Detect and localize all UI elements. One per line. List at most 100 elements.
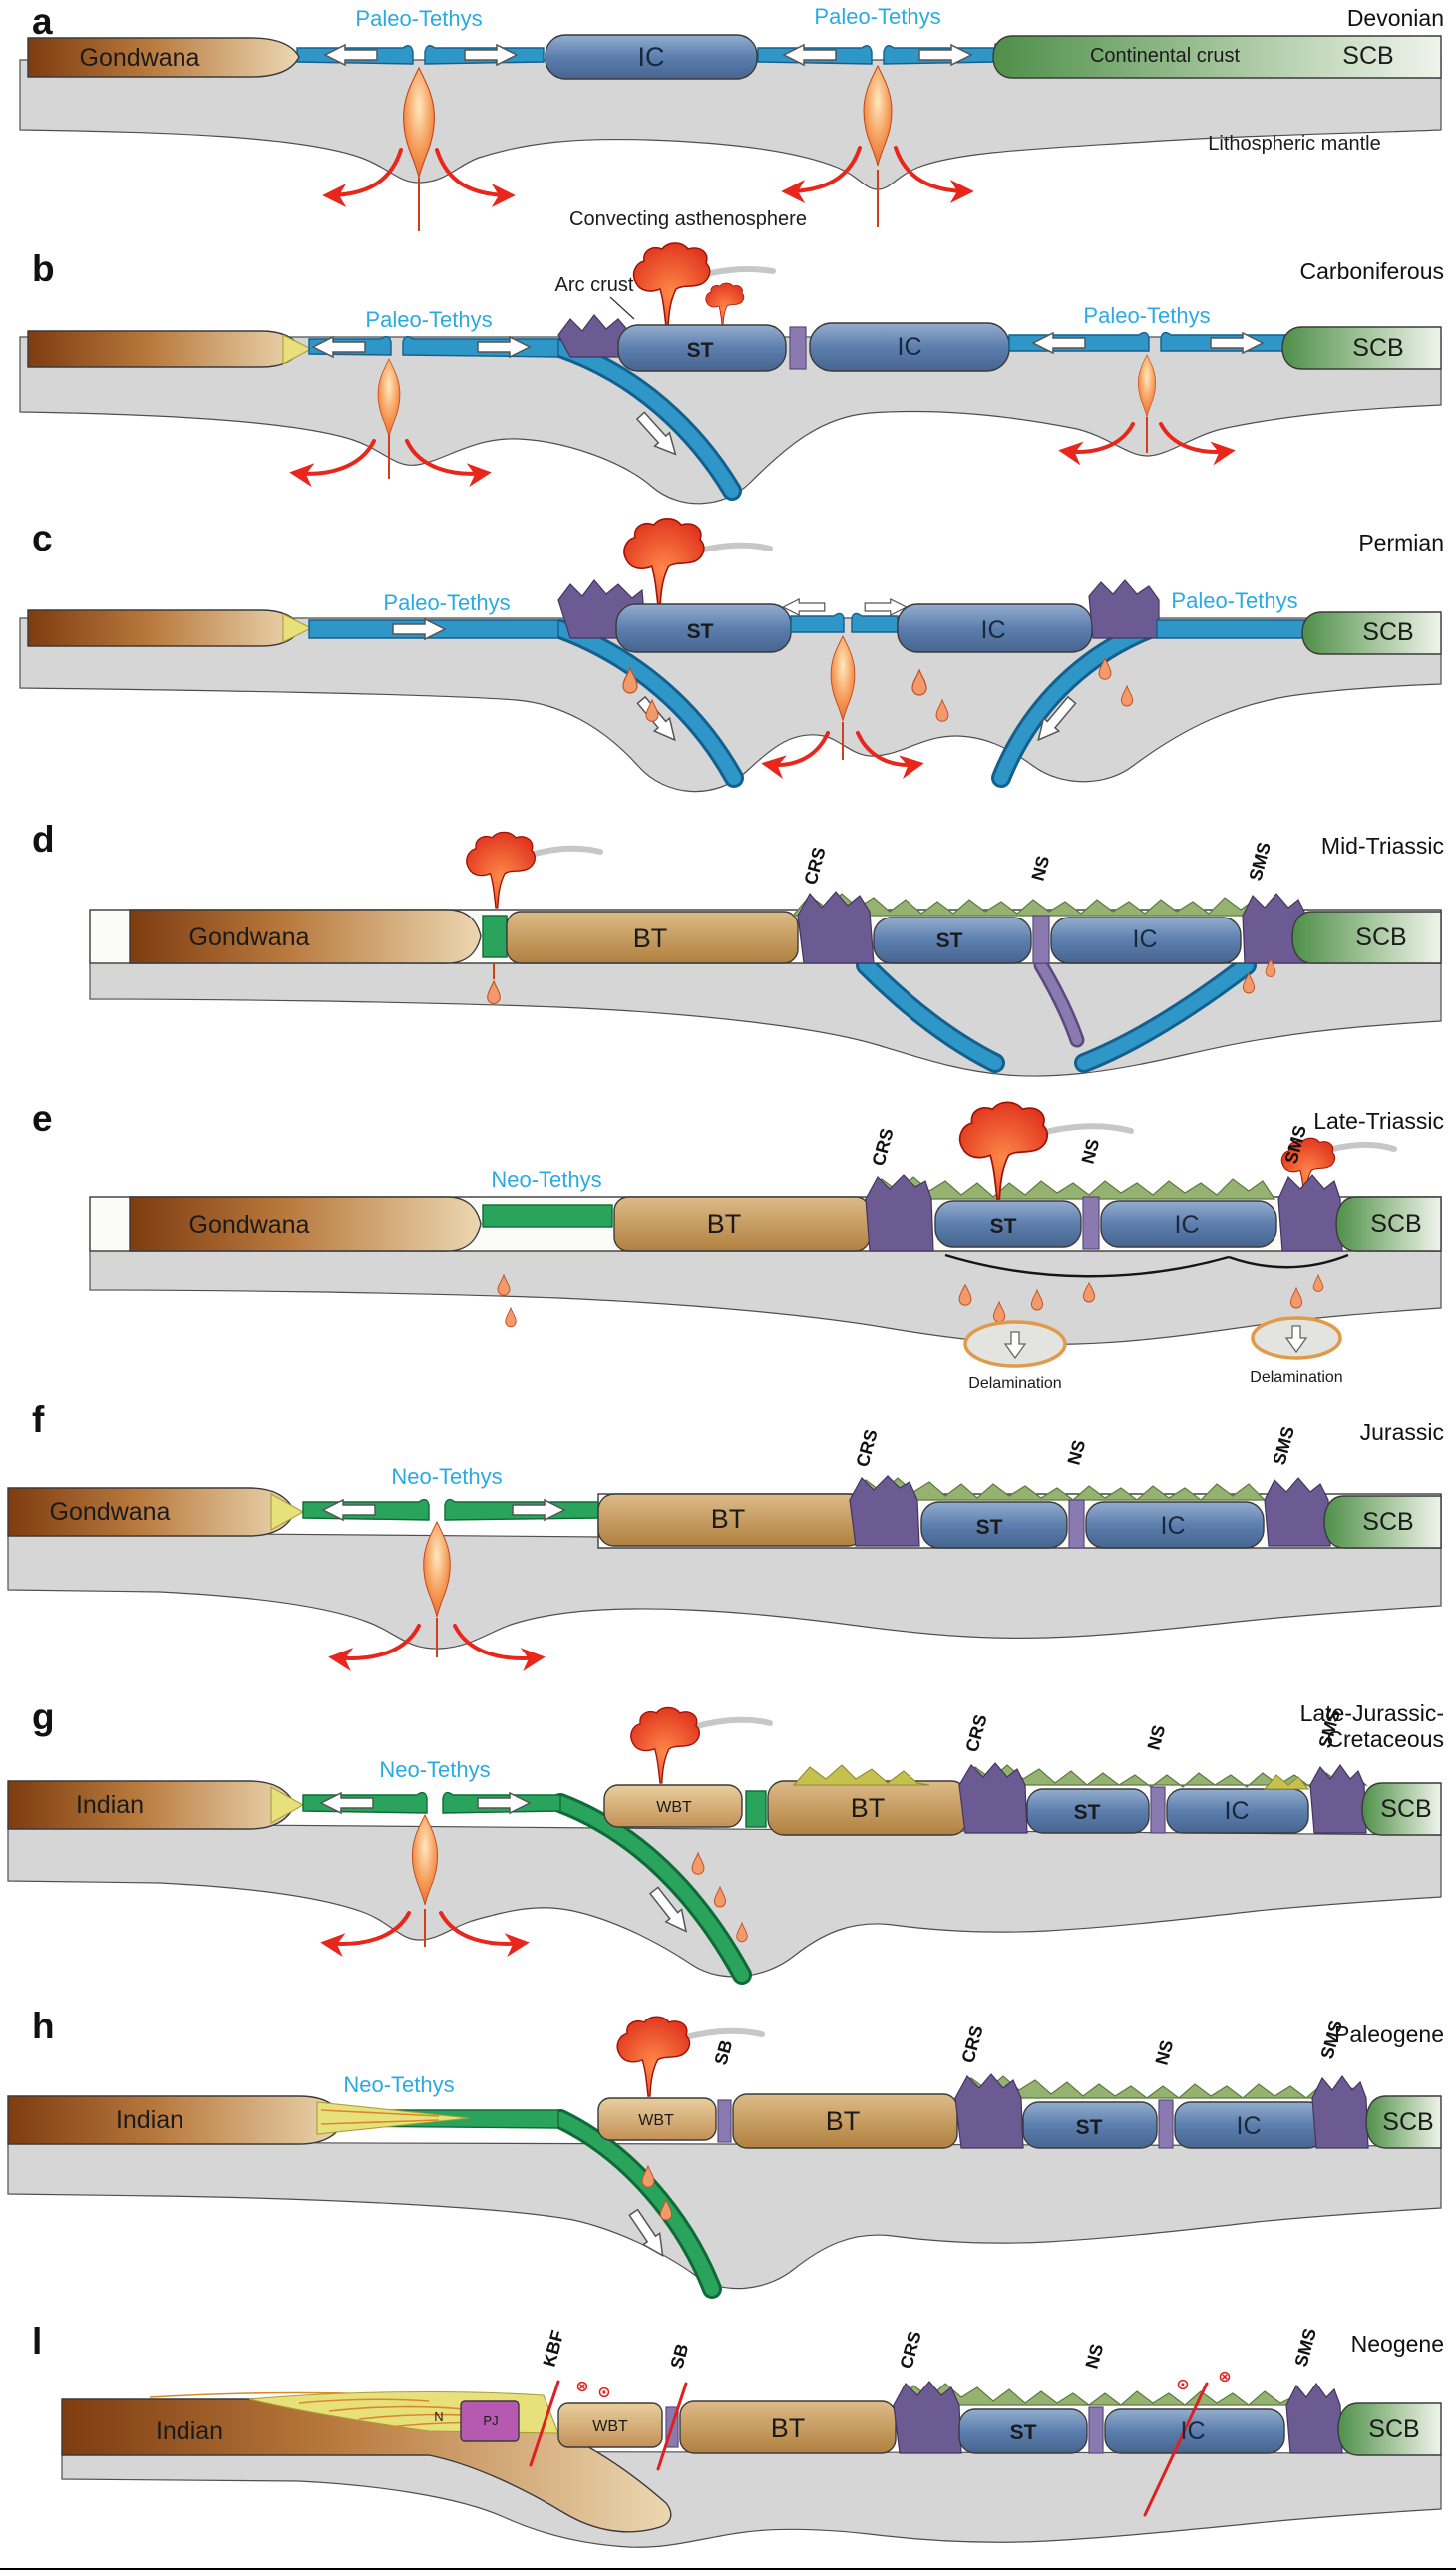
panel-d: d Mid-Triassic Gondwana BT ST IC SCB CRS… [32,819,1444,1077]
era-label-line2: Cretaceous [1326,1726,1444,1752]
ns-suture-label: NS [1082,2342,1108,2371]
paleo-tethys-crust-right [1156,619,1307,639]
scb-block [1337,2402,1442,2456]
era-label: Mid-Triassic [1321,833,1444,859]
sb-suture-label: SB [711,2038,737,2067]
bt-label: BT [633,923,668,953]
lithospheric-mantle-label: Lithospheric mantle [1208,133,1380,155]
mountain-range [864,1176,1276,1200]
panel-i: l Neogene Indian N PJ WBT BT ST IC SCB K… [32,2321,1444,2548]
bt-label: BT [707,1209,742,1239]
scb-block [1291,911,1442,964]
sb-sliver [717,2099,732,2143]
arc-volcano-small [705,282,745,326]
ocean-label: Neo-Tethys [491,1167,601,1192]
margin-sediments [270,1493,305,1531]
suture-sliver [789,326,807,370]
ns-suture-label: NS [1064,1438,1090,1467]
convection-arrows [320,1911,530,1958]
ns-sliver [1082,1196,1100,1250]
sms-wedge [1242,893,1309,964]
indian-label: Indian [116,2106,183,2134]
scb-label: SCB [1362,1508,1413,1536]
bt-label: BT [711,1504,746,1534]
wbt-block [557,2402,663,2448]
sms-suture-label: SMS [1317,2019,1346,2061]
crs-suture-label: CRS [801,845,830,887]
sb-fault [656,2382,688,2471]
bt-label: BT [826,2106,861,2136]
st-label: ST [687,339,714,362]
wbt-label: WBT [638,2112,674,2129]
volcano [958,1101,1049,1200]
wbt-block [597,2097,717,2141]
scb-block [1281,326,1442,370]
lithospheric-mantle-f [7,1531,1442,1650]
nascent-ocean-sliver [482,915,508,958]
panel-c: c Permian Paleo-Tethys Paleo-Tethys ST I… [19,518,1444,793]
scb-label: SCB [1355,923,1406,951]
crs-wedge [797,891,875,964]
era-label: Jurassic [1360,1419,1444,1445]
fault-motion-out-icon: ⊙ [597,2385,610,2401]
bt-block [506,911,799,964]
bt-block [732,2093,958,2149]
gondwana-label: Gondwana [50,1498,171,1526]
crs-wedge [958,1762,1028,1834]
panel-e: e Late-Triassic Neo-Tethys Gondwana BT S… [32,1098,1444,1392]
era-label: Carboniferous [1300,258,1444,284]
st-block [873,917,1032,964]
st-label: ST [1074,1801,1101,1824]
ic-label: IC [898,333,922,361]
ns-suture-label: NS [1078,1137,1104,1166]
ocean-label: Neo-Tethys [391,1464,502,1489]
crs-wedge [849,1475,920,1547]
gondwana-label: Gondwana [189,923,310,951]
era-label: Late-Triassic [1313,1108,1444,1134]
ic-block [1166,1788,1309,1834]
margin-sediments [270,1786,305,1824]
arc-volcano [630,1706,701,1784]
lithospheric-mantle-e [89,1246,1442,1345]
kbf-fault-label: KBF [540,2328,568,2369]
era-label: Permian [1358,530,1444,555]
strike-slip-fault [1143,2382,1209,2517]
st-label: ST [976,1516,1003,1539]
gondwana-block [129,909,482,964]
accretionary-wedge-right [1088,579,1160,639]
olive-mountains-bt [792,1764,930,1786]
bt-block [613,1196,871,1252]
arc-volcano [616,2016,691,2097]
crs-suture-label: CRS [897,2329,925,2371]
bt-block [679,2400,897,2454]
st-label: ST [1010,2421,1037,2444]
pj-block [460,2400,520,2442]
gondwana-block [129,1196,482,1252]
spreading-arrow [782,598,826,616]
panel-letter: f [32,1399,45,1440]
ic-block [1050,917,1242,964]
panel-h: h Paleogene Neo-Tethys Indian WBT BT ST … [7,2006,1444,2299]
indian-label: Indian [76,1791,144,1819]
scb-label: SCB [1342,42,1393,70]
lithospheric-mantle-h [7,2141,1442,2290]
pj-label: PJ [483,2413,498,2428]
crs-suture-label: CRS [962,1712,991,1754]
sms-wedge [1264,1477,1331,1547]
era-label-line1: Late-Jurassic- [1300,1700,1444,1726]
sms-suture-label: SMS [1291,2326,1320,2369]
st-block [958,2408,1088,2454]
asthenosphere-label: Convecting asthenosphere [569,208,807,230]
st-block [1022,2101,1158,2149]
convection-arrows [328,1624,546,1671]
arc-volcano [632,242,711,328]
scb-block [1365,2095,1442,2149]
ic-block [1085,1501,1265,1549]
melt-droplet [505,1307,517,1328]
delamination-label-right: Delamination [1250,1369,1342,1386]
sb-suture-label: SB [667,2342,693,2371]
st-label: ST [990,1215,1017,1238]
lithospheric-mantle-i [61,2450,1442,2548]
margin-sediments [282,613,313,643]
panel-letter: c [32,518,53,558]
